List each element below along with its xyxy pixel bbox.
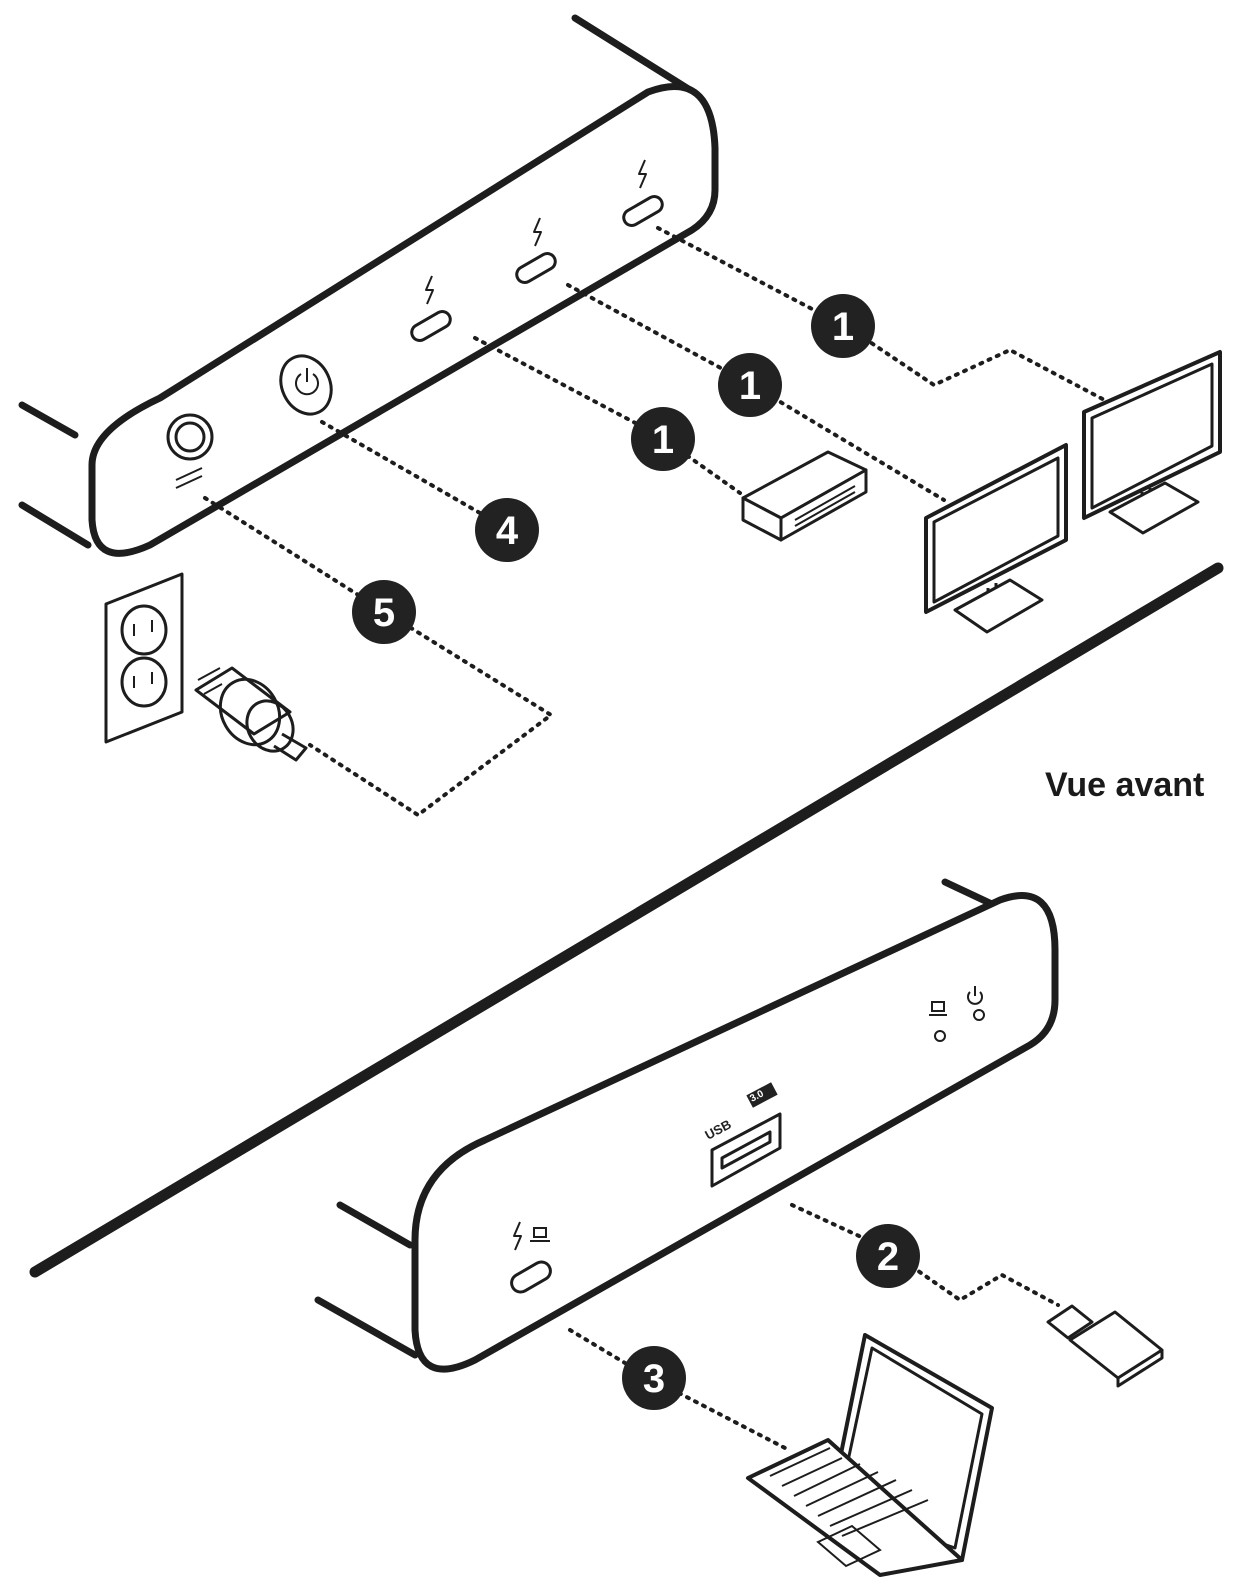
status-leds [929, 986, 985, 1042]
badge-label: 1 [652, 418, 674, 462]
thunderbolt-port-1 [410, 275, 452, 342]
line-usb-drive [790, 1203, 1060, 1307]
badge-label: 4 [496, 509, 519, 553]
badge-1-left-monitor: 1 [718, 353, 782, 417]
badge-5-power-adapter: 5 [352, 580, 416, 644]
badge-label: 3 [643, 1357, 665, 1401]
monitor-right [1082, 350, 1222, 535]
section-divider [29, 562, 1224, 1278]
monitor-left [924, 443, 1068, 634]
badge-label: 5 [373, 591, 395, 635]
rear-dock [18, 14, 719, 557]
thunderbolt-port-3 [622, 159, 664, 227]
badge-1-device: 1 [631, 407, 695, 471]
badge-3-laptop: 3 [622, 1346, 686, 1410]
rear-ports [166, 159, 664, 489]
badge-label: 2 [877, 1235, 899, 1279]
badge-2-usb-drive: 2 [856, 1224, 920, 1288]
line-device [473, 336, 742, 495]
laptop [746, 1333, 994, 1577]
badge-label: 1 [832, 305, 854, 349]
line-monitor-right [656, 226, 1114, 406]
front-view-caption: Vue avant [1045, 766, 1205, 804]
line-power-adapter [203, 496, 555, 818]
badge-label: 1 [739, 364, 761, 408]
power-button [279, 354, 333, 416]
wall-outlet [104, 572, 184, 744]
badge-1-right-monitor: 1 [811, 294, 875, 358]
host-connected-led [929, 1001, 947, 1042]
thunderbolt-port-2 [515, 217, 557, 284]
usb-c-host-port [510, 1221, 552, 1294]
line-power-button [320, 420, 508, 530]
usb-gen-badge: 3.0 [746, 1082, 778, 1108]
front-dock [314, 878, 1059, 1373]
mini-pc-device [741, 450, 868, 542]
dc-in-port [166, 413, 214, 489]
power-led [967, 986, 985, 1021]
usb-flash-drive [1046, 1304, 1164, 1388]
power-plug [194, 666, 308, 762]
badge-4-power-button: 4 [475, 498, 539, 562]
